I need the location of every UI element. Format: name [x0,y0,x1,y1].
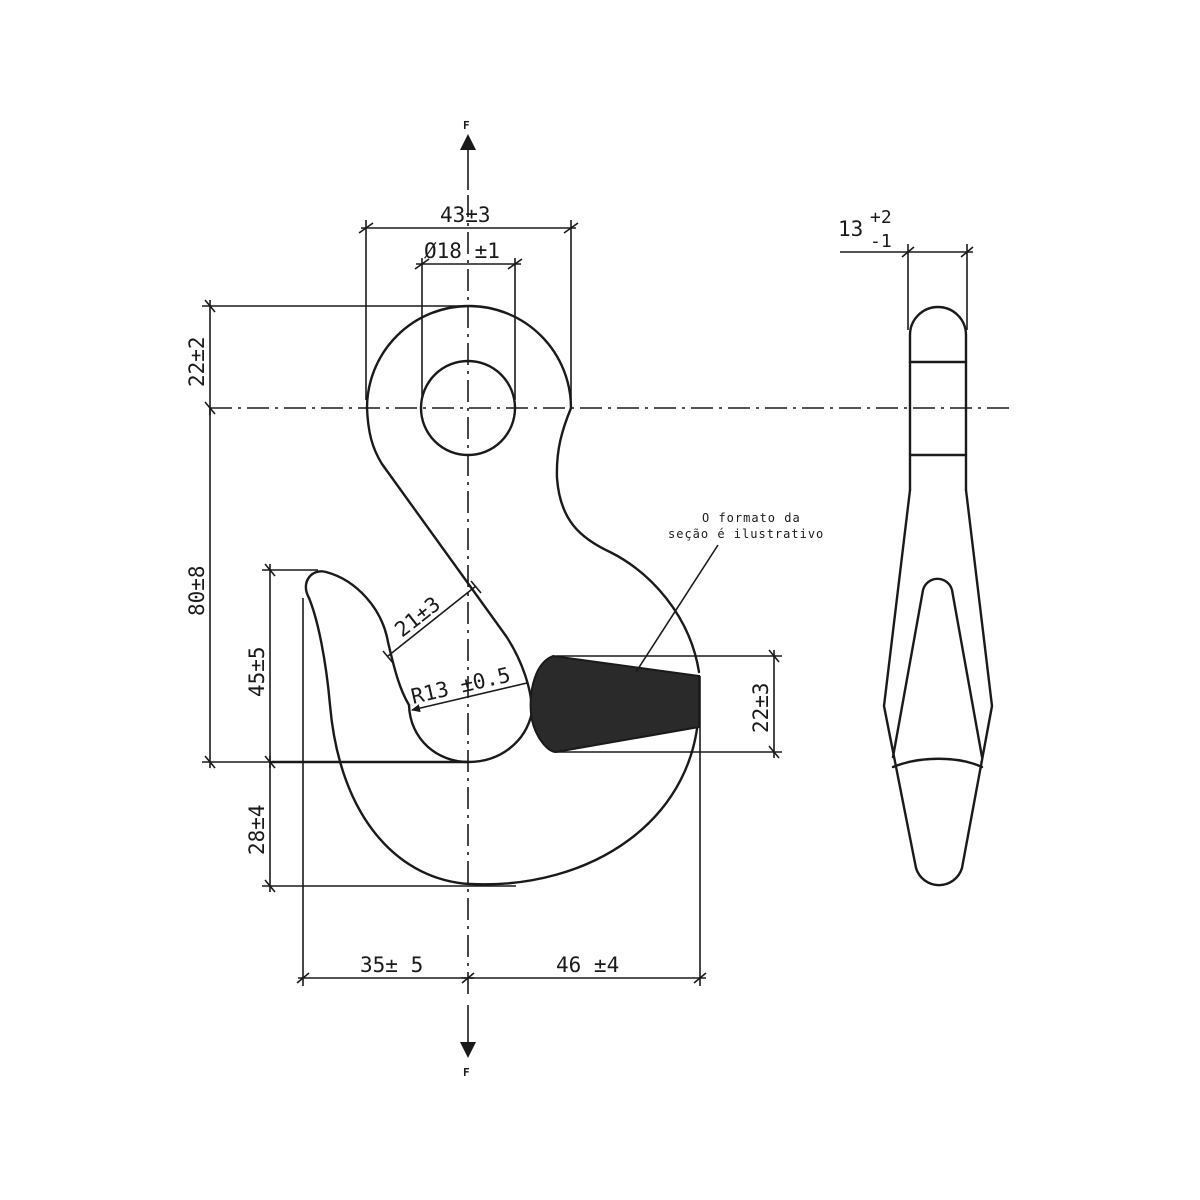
dim-overall-to-throat: 80±8 [185,408,272,769]
side-outline-top [908,305,968,492]
note-leader-line [635,544,719,673]
dim-throat-opening-label: 21±3 [390,592,445,642]
dim-eye-diameter: Ø18 ±1 [414,239,523,400]
hook-side-view [882,305,994,887]
dim-top-width-label: 43±3 [440,203,491,227]
dim-eye-top-offset-label: 22±2 [185,336,209,387]
hook-front-view [270,304,701,886]
dim-section-height-label: 22±3 [749,682,773,733]
cross-section-fill [529,654,700,754]
force-arrow-bottom: F [460,1005,476,1079]
hook-bottom-curve [307,596,701,886]
note-line-2: seção é ilustrativo [668,527,824,541]
dim-tip-height-label: 45±5 [245,646,269,697]
side-inner-slot [891,577,984,759]
dim-section-height: 22±3 [556,649,782,759]
dim-throat-opening: 21±3 [382,580,482,664]
dim-right-width-label: 46 ±4 [556,953,619,977]
eye-hole [419,359,517,457]
eye-outer-arc [365,304,573,410]
side-outline-body [882,488,994,887]
dim-left-width: 35± 5 [296,598,475,986]
section-note: O formato da seção é ilustrativo [635,511,824,673]
dim-throat-bottom: 28±4 [245,756,516,893]
force-label-top: F [463,119,470,132]
hook-tip [304,570,411,707]
dim-throat-bottom-label: 28±4 [245,804,269,855]
shank-left-edge [365,406,508,638]
dim-overall-to-throat-label: 80±8 [185,565,209,616]
dim-top-width: 43±3 [358,203,579,400]
dim-eye-top-offset: 22±2 [185,299,468,415]
dim-right-width: 46 ±4 [462,676,707,986]
throat-inner-edge [504,634,534,714]
hook-back-curve [555,406,701,674]
dim-thickness-plus: +2 [870,207,892,228]
note-line-1: O formato da [702,511,801,525]
dim-left-width-label: 35± 5 [360,953,423,977]
dim-thickness-minus: -1 [870,231,892,252]
dim-thickness-base: 13 [838,217,863,241]
force-label-bottom: F [463,1066,470,1079]
dim-thickness: 13 +2 -1 [838,207,974,330]
dim-eye-diameter-label: Ø18 ±1 [424,239,500,263]
dim-throat-radius-label: R13 ±0.5 [409,663,513,709]
side-tip-curve [891,757,984,769]
throat-arc [407,703,534,764]
dim-tip-height: 45±5 [245,563,318,769]
force-arrow-top: F [460,119,476,190]
